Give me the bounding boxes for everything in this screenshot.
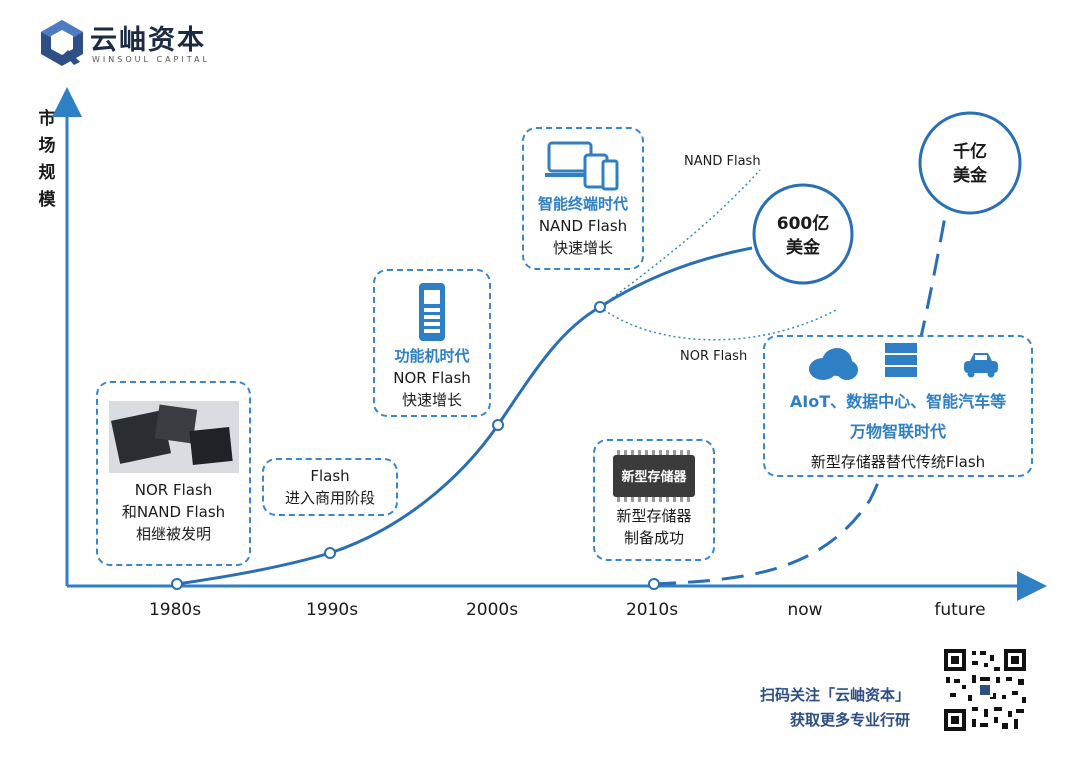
cloud-icon — [809, 348, 858, 380]
market-1000-unit: 美金 — [953, 166, 987, 186]
point-2000s — [492, 419, 504, 431]
market-600-unit: 美金 — [786, 238, 820, 258]
point-branch — [594, 301, 606, 313]
y-axis-title: 市 场 规 模 — [36, 106, 58, 214]
x-tick-2000s: 2000s — [465, 600, 519, 620]
smart-terminal-line: NAND Flash — [538, 217, 628, 235]
market-1000-label: 千亿 美金 — [930, 140, 1010, 188]
y-title-char: 模 — [38, 190, 56, 210]
invention-line: NOR Flash — [134, 481, 213, 499]
x-tick-future: future — [934, 600, 986, 620]
y-title-char: 市 — [38, 109, 56, 129]
x-tick-1990s: 1990s — [305, 600, 359, 620]
new-memory-line: 制备成功 — [623, 529, 684, 547]
point-1980s — [171, 578, 183, 590]
logo-icon — [41, 20, 83, 66]
box-invention: NOR Flash 和NAND Flash 相继被发明 — [96, 381, 251, 566]
footer-follow: 扫码关注「云岫资本」 — [759, 686, 910, 704]
smart-terminal-line: 快速增长 — [552, 239, 613, 257]
box-feature-phone: 功能机时代 NOR Flash 快速增长 — [373, 269, 491, 417]
x-tick-now: now — [787, 600, 823, 620]
new-memory-line: 新型存储器 — [616, 507, 692, 525]
nand-flash-label: NAND Flash — [684, 154, 761, 169]
aiot-title: AIoT、数据中心、智能汽车等 — [789, 392, 1007, 411]
aiot-line: 新型存储器替代传统Flash — [810, 453, 986, 471]
brand-name-en: WINSOUL CAPITAL — [92, 55, 210, 64]
commercial-line: 进入商用阶段 — [284, 489, 375, 507]
laptop-tablet-phone-icon — [545, 141, 619, 191]
box-new-memory: 新型存储器 新型存储器 制备成功 — [593, 439, 715, 561]
aiot-era: 万物智联时代 — [849, 422, 946, 441]
smart-terminal-title: 智能终端时代 — [537, 195, 628, 213]
commercial-line: Flash — [310, 467, 350, 485]
brand-logo — [38, 18, 86, 68]
market-1000-circle — [918, 111, 1022, 215]
flash-chips-photo — [108, 401, 239, 473]
point-1990s — [324, 547, 336, 559]
x-tick-2010s: 2010s — [625, 600, 679, 620]
qr-code[interactable] — [942, 647, 1028, 733]
aiot-icons — [765, 337, 1031, 387]
server-icon — [885, 343, 917, 379]
invention-line: 相继被发明 — [135, 525, 211, 543]
market-1000-value: 千亿 — [953, 142, 987, 162]
box-smart-terminal: 智能终端时代 NAND Flash 快速增长 — [522, 127, 644, 270]
point-2010s — [648, 578, 660, 590]
new-memory-curve — [653, 199, 950, 586]
market-600-value: 600亿 — [776, 214, 830, 234]
market-600-circle — [752, 183, 854, 285]
car-icon — [964, 353, 998, 378]
feature-phone-icon — [419, 283, 445, 341]
nor-flash-branch — [599, 306, 837, 341]
box-flash-commercial: Flash 进入商用阶段 — [262, 458, 398, 516]
invention-line: 和NAND Flash — [121, 503, 226, 521]
y-title-char: 场 — [38, 136, 56, 156]
footer-research: 获取更多专业行研 — [789, 711, 910, 729]
chip-icon: 新型存储器 — [613, 450, 695, 502]
brand-name: 云岫资本 — [90, 25, 206, 56]
nor-flash-label: NOR Flash — [680, 349, 748, 364]
box-aiot: AIoT、数据中心、智能汽车等 万物智联时代 新型存储器替代传统Flash — [763, 335, 1033, 477]
market-600-label: 600亿 美金 — [763, 212, 843, 260]
feature-phone-line: NOR Flash — [393, 369, 471, 387]
x-tick-1980s: 1980s — [148, 600, 202, 620]
nand-flash-branch — [599, 169, 761, 308]
y-title-char: 规 — [38, 163, 56, 183]
feature-phone-line: 快速增长 — [401, 391, 462, 409]
feature-phone-title: 功能机时代 — [394, 347, 470, 365]
chip-label: 新型存储器 — [621, 470, 687, 485]
